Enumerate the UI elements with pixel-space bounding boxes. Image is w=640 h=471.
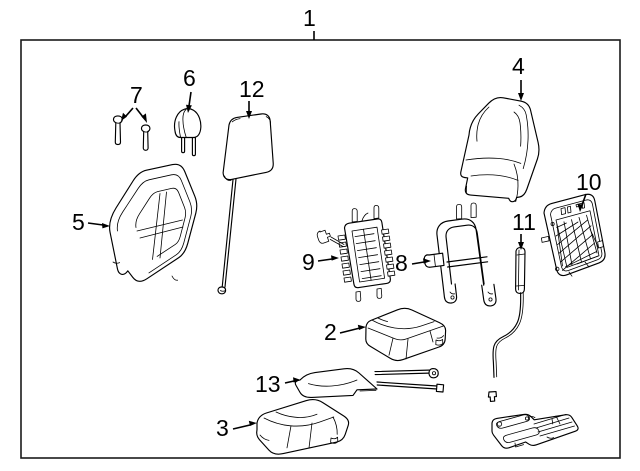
leader-5	[87, 222, 110, 229]
callout-label-9: 9	[302, 249, 315, 275]
part-guide-pins	[112, 115, 151, 151]
leader-11	[518, 234, 524, 250]
part-seat-back-cover	[460, 96, 540, 203]
callout-label-3: 3	[216, 415, 229, 441]
callout-label-13: 13	[255, 371, 281, 397]
part-seat-cushion-cover	[256, 399, 350, 455]
leader-12	[246, 101, 252, 119]
part-seat-back-frame	[423, 202, 497, 307]
callout-label-2: 2	[324, 319, 337, 345]
leader-10	[577, 193, 587, 212]
part-head-restraint-guide	[173, 108, 202, 157]
part-seat-cushion-insert-pad	[294, 368, 445, 398]
part-lumbar-support-mat	[316, 204, 396, 302]
assembly-boundary-box	[20, 39, 621, 459]
leader-6	[186, 91, 192, 113]
part-seat-back-lattice-panel	[541, 193, 606, 277]
callout-label-5: 5	[72, 209, 85, 235]
part-seat-back-trim-panel	[109, 163, 198, 282]
part-seat-cushion-pad	[365, 307, 447, 362]
callout-label-4: 4	[512, 53, 525, 79]
callout-label-1: 1	[303, 5, 316, 31]
leader-4	[518, 80, 524, 101]
leader-13	[284, 377, 301, 384]
leader-2	[339, 324, 366, 334]
part-head-restraint	[217, 113, 274, 295]
part-seat-track-slider-assembly	[491, 413, 579, 449]
callout-label-11: 11	[512, 209, 536, 235]
leader-9	[317, 255, 339, 262]
callout-label-6: 6	[183, 65, 196, 91]
callout-label-7: 7	[130, 82, 143, 108]
leader-3	[232, 420, 257, 430]
callout-label-8: 8	[395, 250, 408, 276]
leader-8	[411, 258, 431, 265]
callout-label-12: 12	[239, 76, 265, 102]
leader-7	[121, 107, 147, 123]
callout-label-10: 10	[576, 169, 602, 195]
part-seat-back-damper	[487, 247, 526, 402]
